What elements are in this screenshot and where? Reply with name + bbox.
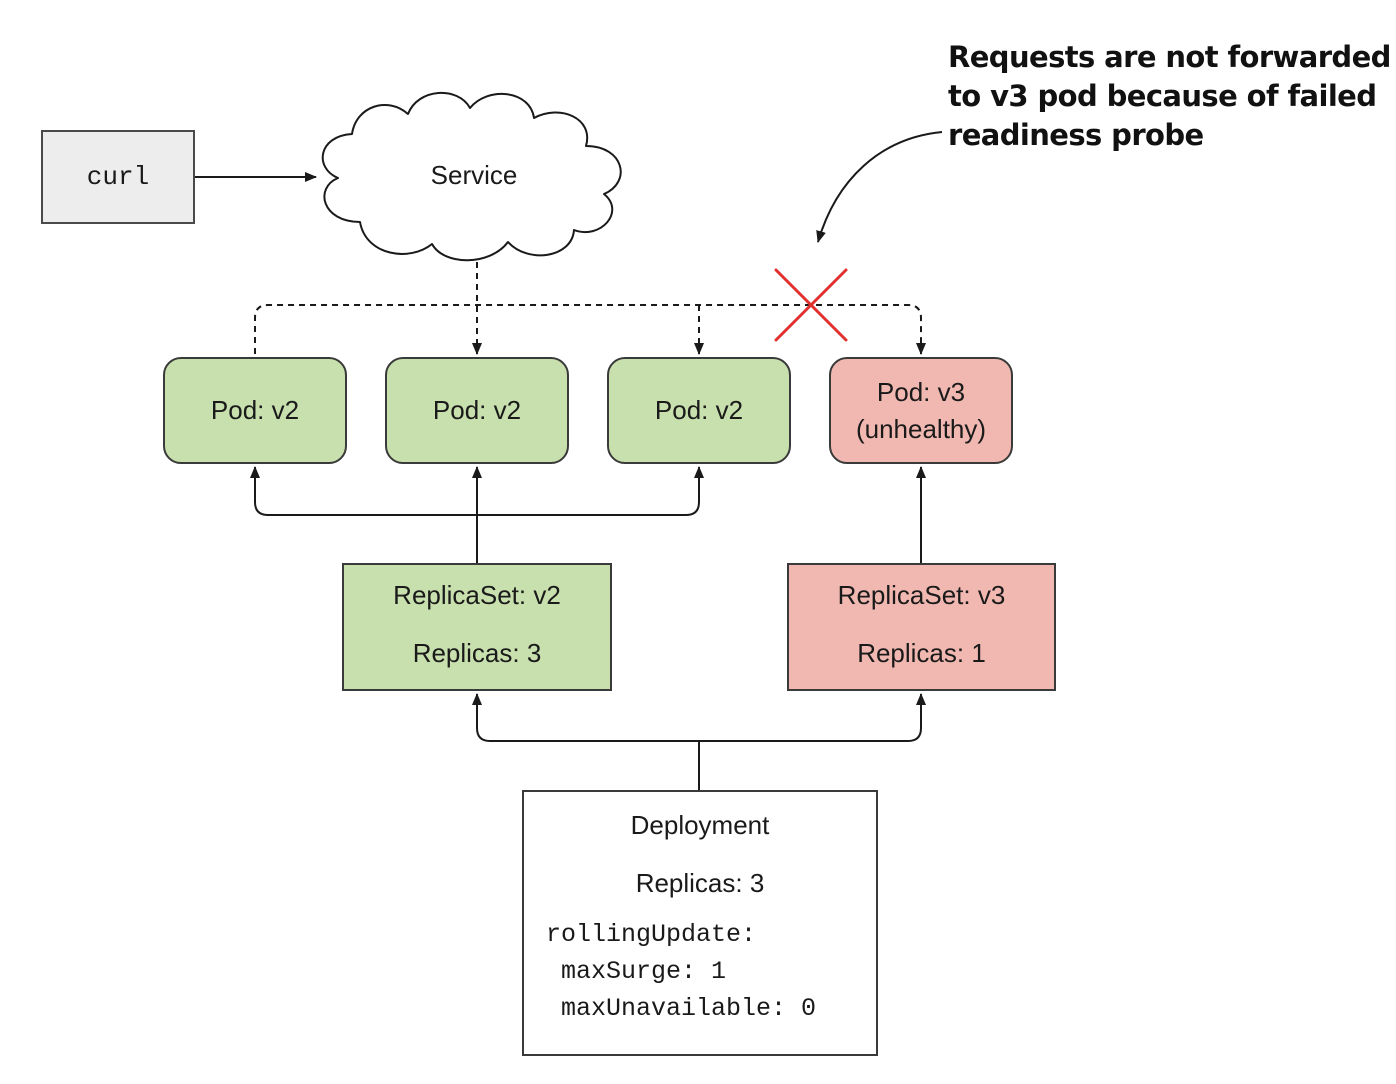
replicaset-v3-box: ReplicaSet: v3 Replicas: 1: [787, 563, 1056, 691]
pod-label: Pod: v2: [654, 395, 744, 425]
deployment-title: Deployment: [630, 810, 770, 840]
pod-v3-unhealthy: Pod: v3 (unhealthy): [829, 357, 1013, 464]
pod-label: Pod: v3: [876, 376, 966, 407]
replicaset-title: ReplicaSet: v2: [393, 580, 561, 610]
annotation-line: readiness probe: [948, 118, 1204, 152]
pod-v2-1: Pod: v2: [163, 357, 347, 464]
pod-label: Pod: v2: [210, 395, 300, 425]
replicaset-replicas: Replicas: 3: [412, 638, 542, 668]
curl-client-box: curl: [41, 130, 195, 224]
config-line: rollingUpdate:: [546, 920, 757, 949]
config-line: maxSurge: 1: [546, 957, 727, 986]
config-line: maxUnavailable: 0: [546, 994, 817, 1023]
deployment-box: Deployment Replicas: 3 rollingUpdate: ma…: [522, 790, 878, 1056]
deployment-replicas: Replicas: 3: [635, 868, 765, 898]
rolling-update-config: rollingUpdate: maxSurge: 1 maxUnavailabl…: [546, 916, 816, 1027]
service-label: Service: [430, 160, 518, 190]
pod-v2-3: Pod: v2: [607, 357, 791, 464]
annotation-pointer-arrow: [816, 131, 943, 243]
service-to-pods-connectors: [254, 262, 926, 355]
pod-label: Pod: v2: [432, 395, 522, 425]
deployment-to-replicasets-connectors: [472, 693, 926, 790]
curl-label: curl: [86, 162, 150, 192]
service-cloud: [321, 92, 622, 262]
replicaset-v2-to-pods-connectors: [250, 466, 704, 563]
readiness-probe-annotation: Requests are not forwarded to v3 pod bec…: [948, 38, 1391, 155]
blocked-route-x: [774, 268, 848, 342]
replicaset-replicas: Replicas: 1: [857, 638, 986, 668]
replicaset-v2-box: ReplicaSet: v2 Replicas: 3: [342, 563, 612, 691]
annotation-line: to v3 pod because of failed: [948, 79, 1377, 113]
annotation-line: Requests are not forwarded: [948, 40, 1391, 74]
pod-status-label: (unhealthy): [855, 413, 987, 444]
replicaset-title: ReplicaSet: v3: [837, 580, 1006, 610]
pod-v2-2: Pod: v2: [385, 357, 569, 464]
